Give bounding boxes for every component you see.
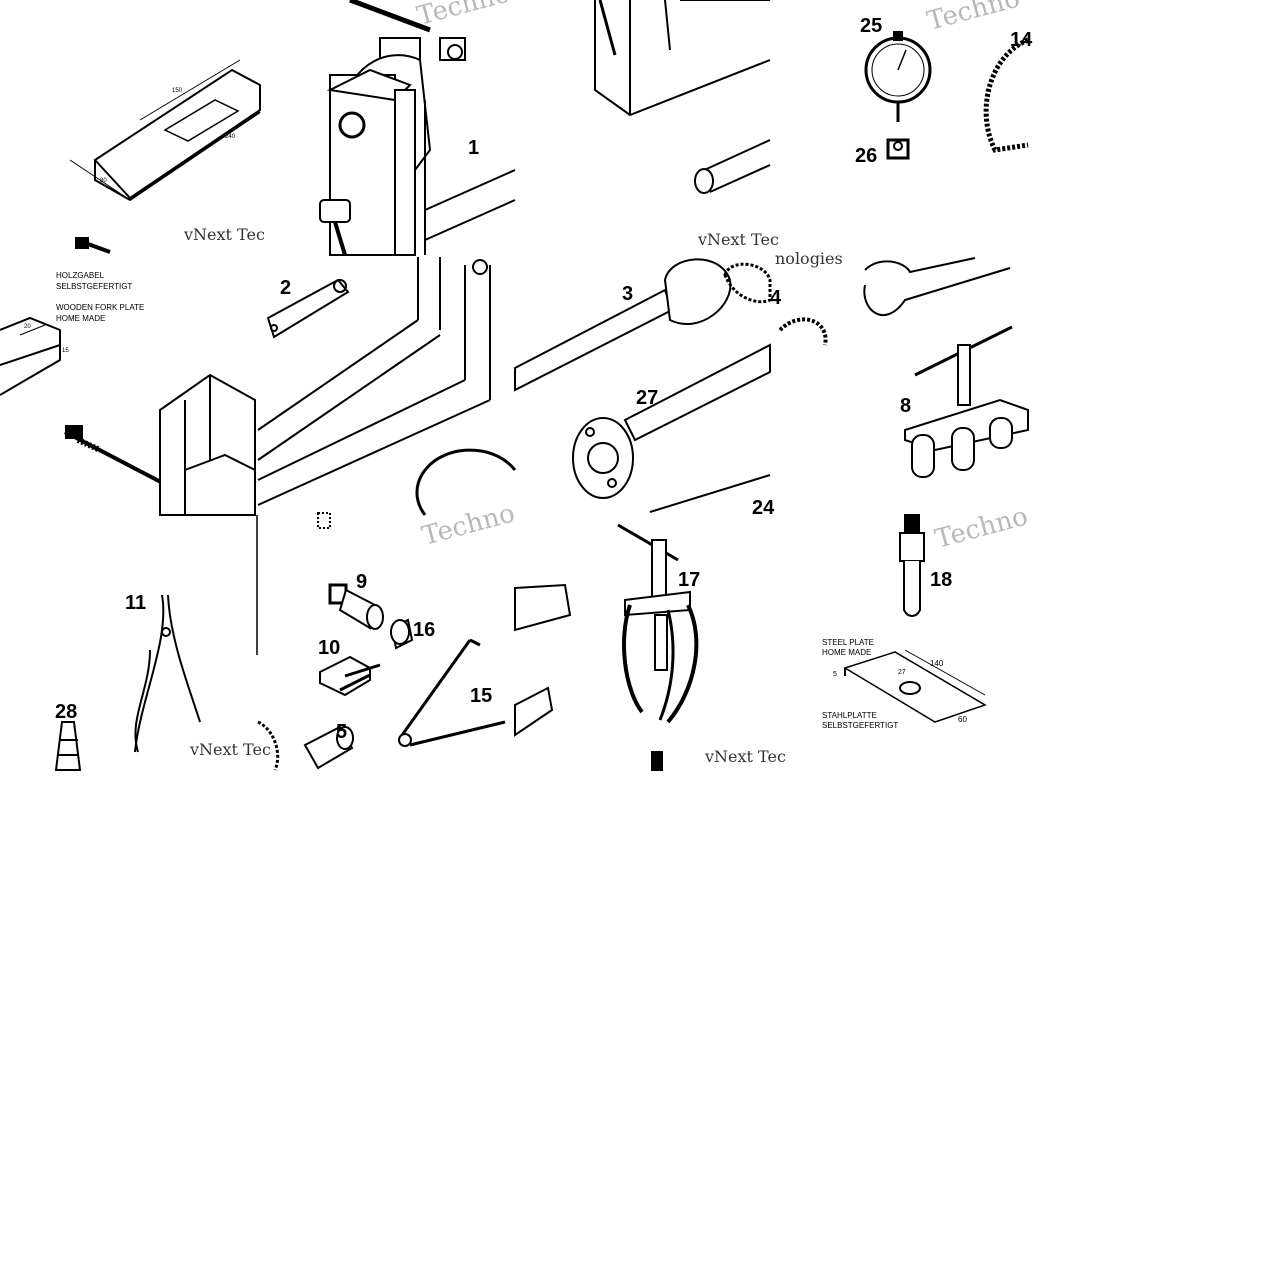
tool-label-28: 28 xyxy=(55,701,77,723)
watermark: vNext Tec xyxy=(697,230,779,249)
toothed-wheel-drawing xyxy=(983,37,1030,153)
watermark: Techno xyxy=(419,498,518,551)
dim-plate-w: 60 xyxy=(958,715,967,724)
hook-spanner-15-drawing xyxy=(398,638,506,747)
dial-gauge-drawing xyxy=(864,31,932,122)
tool-label-4: 4 xyxy=(770,287,782,309)
bolt-small-drawing xyxy=(75,237,111,254)
steel-plate-drawing xyxy=(843,649,987,723)
watermark: Techno xyxy=(414,0,513,32)
dim-plate-t: 5 xyxy=(833,671,837,678)
note-plate-de-2: SELBSTGEFERTIGT xyxy=(822,721,898,730)
frame-lower-drawing xyxy=(257,257,517,529)
watermark-layer: Techno Techno vNext Tec vNext Tec nologi… xyxy=(183,0,1031,766)
dim-fork2-b: 15 xyxy=(62,348,69,354)
note-plate-de-1: STAHLPLATTE xyxy=(822,711,877,720)
plate-edge-drawing xyxy=(649,474,771,513)
tool-label-27: 27 xyxy=(636,387,658,409)
bracket-drawing xyxy=(266,278,350,339)
tube-28-drawing xyxy=(54,721,82,771)
tool-label-14: 14 xyxy=(1010,29,1033,51)
holder-10-drawing xyxy=(319,655,381,697)
dim-fork-slot: 150 xyxy=(172,88,183,94)
sleeve-16-drawing xyxy=(390,618,414,650)
note-fork-en-2: HOME MADE xyxy=(56,314,105,323)
clutch-spanner-drawing xyxy=(778,257,1011,346)
wooden-fork-detail-drawing xyxy=(0,316,61,396)
sleeve-5-drawing xyxy=(303,725,354,770)
toothed-arc-drawing xyxy=(257,720,280,771)
note-plate-en-1: STEEL PLATE xyxy=(822,638,874,647)
watermark: vNext Tec xyxy=(189,740,271,759)
tool-label-16: 16 xyxy=(413,619,435,641)
frame-drawing xyxy=(594,0,771,117)
dim-fork-length: 240 xyxy=(225,134,236,140)
tube-drawing xyxy=(694,139,771,194)
note-fork-de-1: HOLZGABEL xyxy=(56,271,105,280)
tool-label-17: 17 xyxy=(678,569,700,591)
circlip-pliers-drawing xyxy=(134,594,201,753)
dim-plate-hole: 27 xyxy=(898,669,906,676)
note-plate-en-2: HOME MADE xyxy=(822,648,871,657)
tool-label-18: 18 xyxy=(930,569,952,591)
tool-label-15: 15 xyxy=(470,685,492,707)
note-fork-de-2: SELBSTGEFERTIGT xyxy=(56,282,132,291)
wooden-fork-drawing xyxy=(69,59,261,202)
puller-screw-9-drawing xyxy=(328,583,384,630)
tool-label-5: 5 xyxy=(336,721,347,743)
note-fork-en-1: WOODEN FORK PLATE xyxy=(56,303,144,312)
tool-label-10: 10 xyxy=(318,637,340,659)
watermark: Techno xyxy=(932,501,1031,554)
watermark: Techno xyxy=(924,0,1023,37)
tool-label-24: 24 xyxy=(752,497,775,519)
tool-label-9: 9 xyxy=(356,571,367,593)
watermark: nologies xyxy=(775,249,843,268)
stand-drawing xyxy=(319,0,516,256)
adapter-nut-drawing xyxy=(886,138,910,160)
dim-plate-len: 140 xyxy=(930,659,944,668)
tool-label-8: 8 xyxy=(900,395,911,417)
tool-label-25: 25 xyxy=(860,15,882,37)
tool-label-11: 11 xyxy=(125,592,146,614)
plates-left-drawing xyxy=(514,583,572,737)
three-arm-puller-drawing xyxy=(617,523,699,771)
dim-fork-width: 80 xyxy=(100,178,107,184)
tool-label-26: 26 xyxy=(855,145,877,167)
block-stand-drawing xyxy=(159,373,256,516)
watermark: vNext Tec xyxy=(183,225,265,244)
spanner-round-drawing xyxy=(572,343,771,499)
dim-fork2-a: 20 xyxy=(24,324,31,330)
spanner-long-drawing xyxy=(514,258,772,392)
internal-puller-18-drawing xyxy=(899,514,925,617)
tool-label-3: 3 xyxy=(622,283,633,305)
tool-label-2: 2 xyxy=(280,277,291,299)
tool-label-1: 1 xyxy=(468,137,479,159)
bearing-puller-drawing xyxy=(904,325,1029,478)
watermark: vNext Tec xyxy=(704,747,786,766)
